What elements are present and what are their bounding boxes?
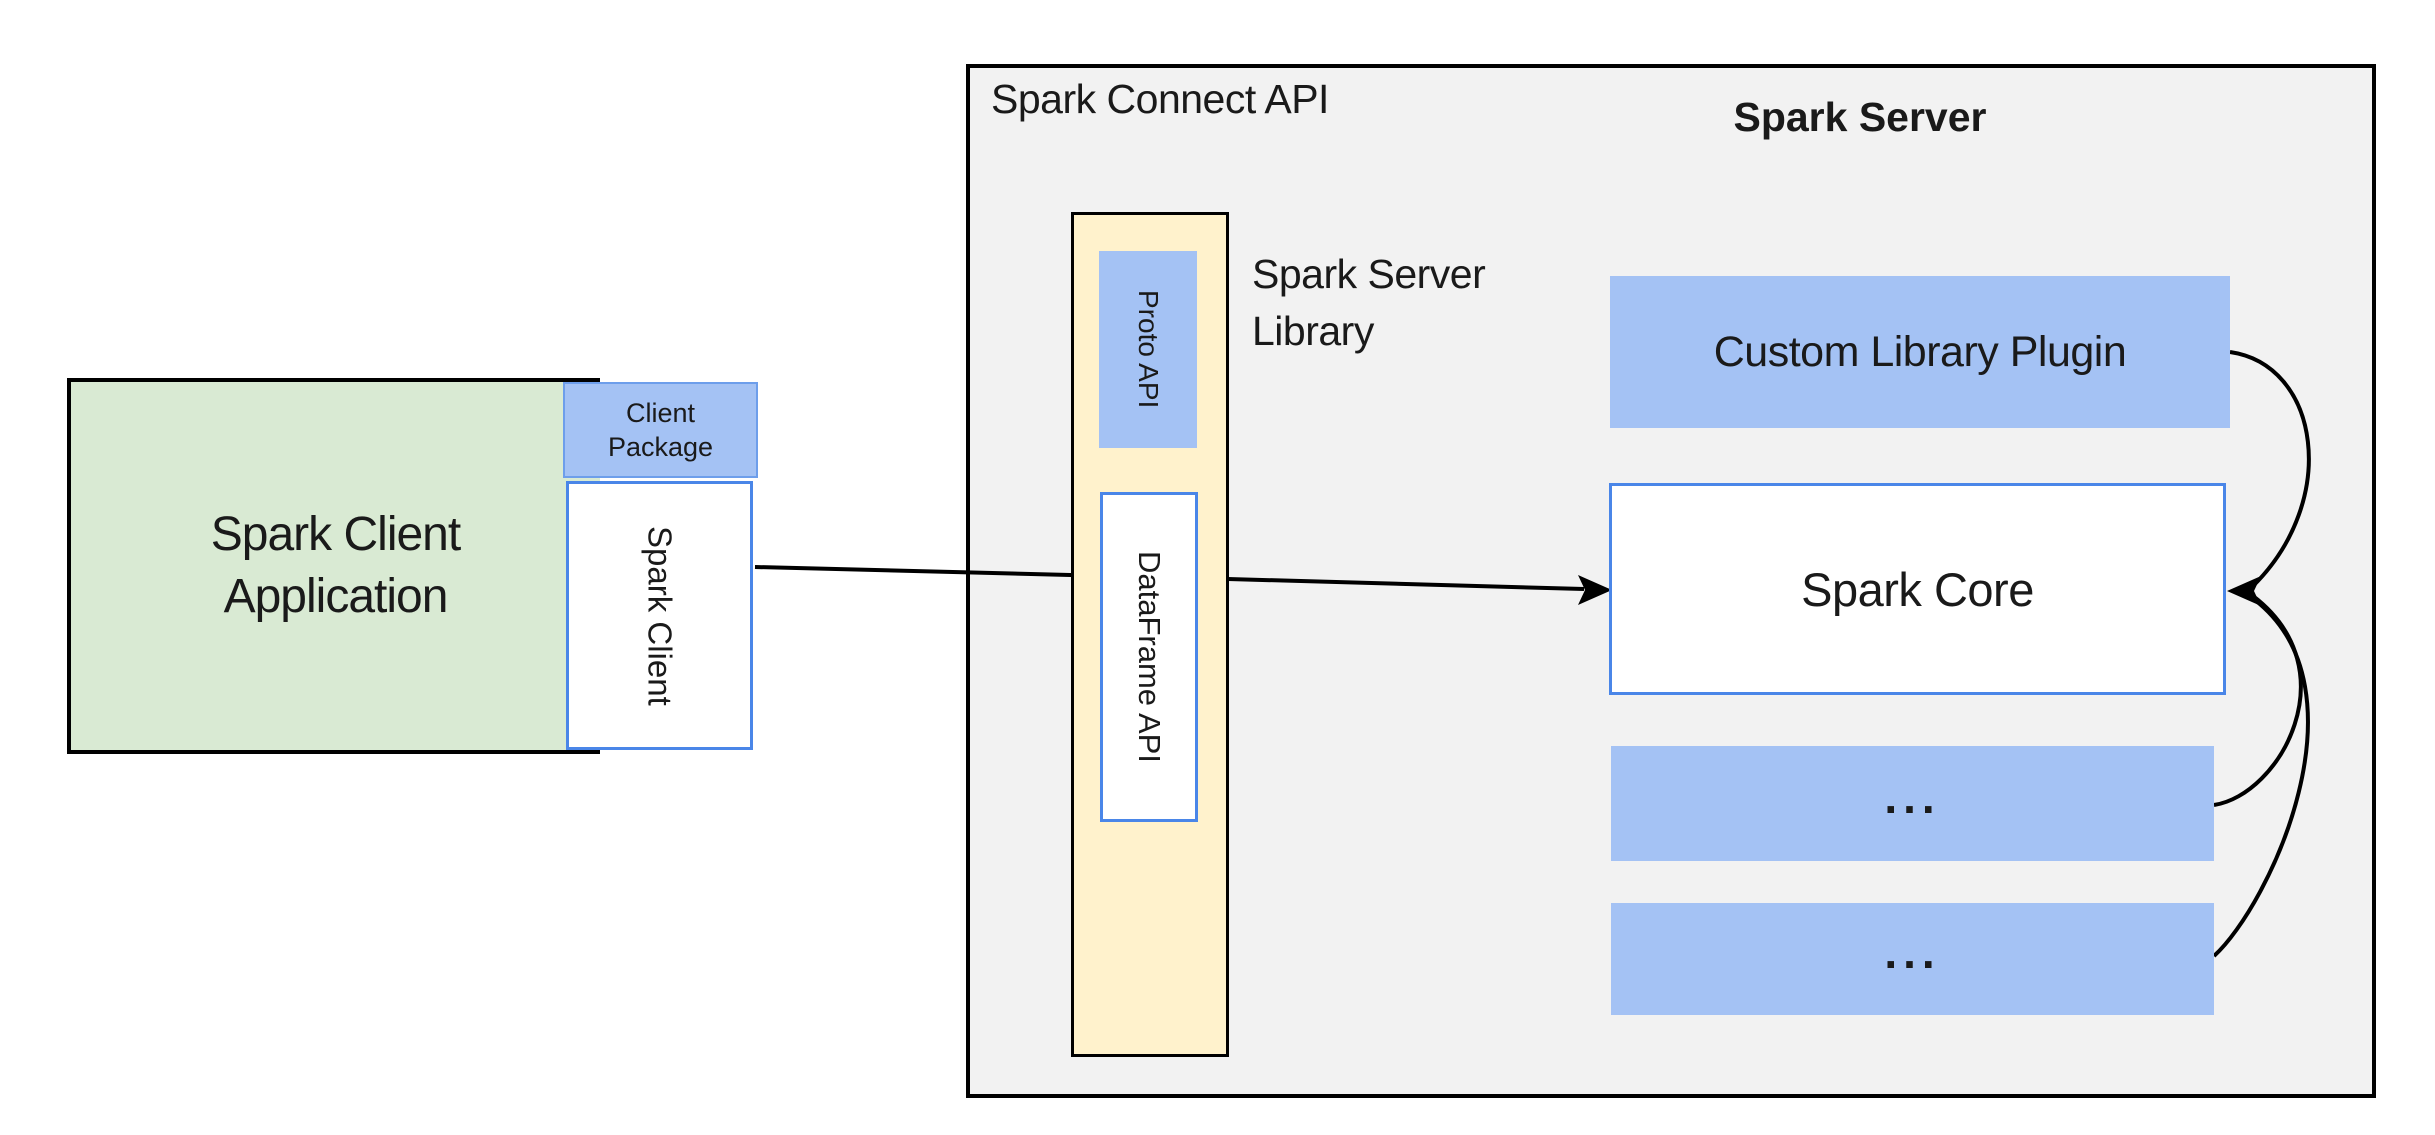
spark-client-application-label: Spark Client Application [210,508,461,623]
dataframe-api-label: DataFrame API [1132,551,1167,763]
client-package-box: Client Package [563,382,758,478]
spark-core-box: Spark Core [1609,483,2226,695]
proto-api-label: Proto API [1133,290,1164,409]
spark-client-label: Spark Client [641,525,679,706]
custom-library-plugin-label: Custom Library Plugin [1713,327,2127,376]
custom-library-plugin-box: Custom Library Plugin [1610,276,2230,428]
spark-server-title: Spark Server [1733,94,1987,140]
spark-core-label: Spark Core [1801,562,2034,616]
spark-client-application-box: Spark Client Application [67,378,600,754]
dataframe-api-box: DataFrame API [1100,492,1198,822]
ellipsis-bottom-label: ... [1884,926,1941,978]
client-package-label: Client Package [607,398,714,462]
ellipsis-box-bottom: ... [1611,903,2214,1015]
spark-client-box: Spark Client [566,481,753,750]
spark-connect-api-label: Spark Connect API [991,76,1329,122]
ellipsis-top-label: ... [1884,770,1941,823]
spark-server-library-label: Spark Server Library [1252,251,1486,354]
ellipsis-box-top: ... [1611,746,2214,861]
proto-api-box: Proto API [1099,251,1197,448]
